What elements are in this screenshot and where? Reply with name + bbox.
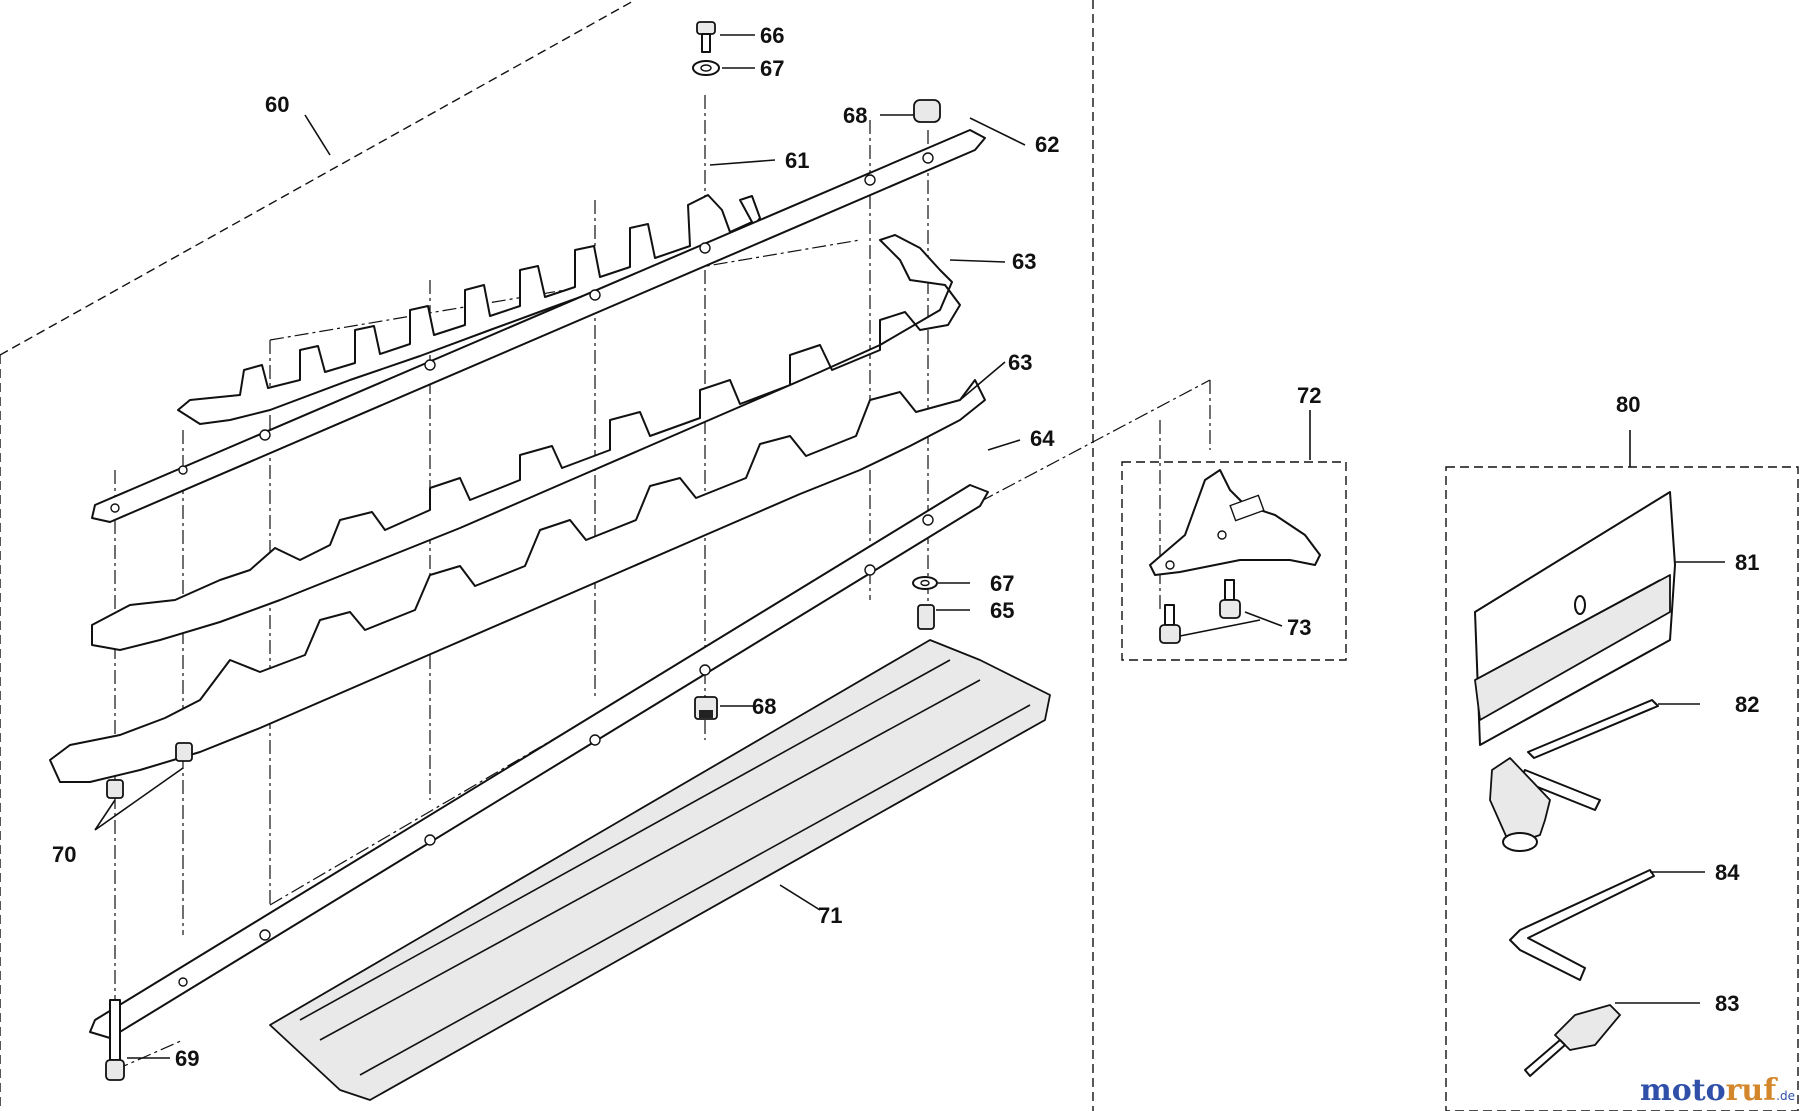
spacer-70-b	[175, 742, 193, 762]
retaining-plate-72	[1149, 469, 1321, 576]
spark-plug-wrench	[1489, 757, 1601, 852]
group-frame-60	[0, 0, 1094, 1111]
upper-blade-61	[177, 194, 761, 425]
callout-70: 70	[52, 842, 76, 867]
callout-73: 73	[1287, 615, 1311, 640]
cutting-blade-63-upper	[91, 234, 961, 651]
group-frame-80	[1445, 466, 1799, 1111]
callout-68-bottom: 68	[752, 694, 776, 719]
callout-60: 60	[265, 92, 289, 117]
plug-68-top	[913, 99, 941, 123]
callout-64: 64	[1030, 426, 1055, 451]
guide-bar-62	[91, 129, 986, 523]
nut-68-bottom	[694, 696, 718, 720]
rod-82	[1527, 699, 1659, 759]
callout-68-top: 68	[843, 103, 867, 128]
callout-63-upper: 63	[1012, 249, 1036, 274]
blade-guard-71	[269, 639, 1051, 1101]
callout-72: 72	[1297, 383, 1321, 408]
callout-69: 69	[175, 1046, 199, 1071]
screw-73-b	[1219, 579, 1241, 619]
callout-67-top: 67	[760, 56, 784, 81]
callout-80: 80	[1616, 392, 1640, 417]
watermark-logo: motoruf.de	[1640, 1073, 1795, 1108]
screw-73-a	[1159, 604, 1181, 644]
hex-key-84	[1509, 869, 1655, 981]
callout-84: 84	[1715, 860, 1740, 885]
screw-66	[696, 21, 716, 53]
bolt-69	[105, 999, 125, 1081]
callout-67-bottom: 67	[990, 571, 1014, 596]
screwdriver-83	[1524, 1004, 1621, 1077]
callout-81: 81	[1735, 550, 1759, 575]
callout-63-lower: 63	[1008, 350, 1032, 375]
screw-65	[917, 604, 935, 630]
group-frame-72	[1121, 461, 1347, 661]
callout-labels: 60 66 67 68 61 62 63 63 64 67 65 68 69 7…	[52, 23, 1759, 1071]
spacer-70-a	[106, 779, 124, 799]
callout-66: 66	[760, 23, 784, 48]
washer-67-bottom	[912, 576, 938, 590]
callout-83: 83	[1715, 991, 1739, 1016]
svg-text:motoruf.de: motoruf.de	[1640, 1073, 1795, 1108]
callout-62: 62	[1035, 132, 1059, 157]
callout-65: 65	[990, 598, 1014, 623]
cutting-blade-63-lower	[49, 379, 986, 783]
washer-67-top	[692, 60, 720, 76]
callout-82: 82	[1735, 692, 1759, 717]
callout-61: 61	[785, 148, 809, 173]
guide-bar-64	[89, 484, 989, 1039]
callout-71: 71	[818, 903, 842, 928]
tool-pouch-81	[1474, 491, 1676, 746]
leader-lines	[94, 34, 1725, 1059]
